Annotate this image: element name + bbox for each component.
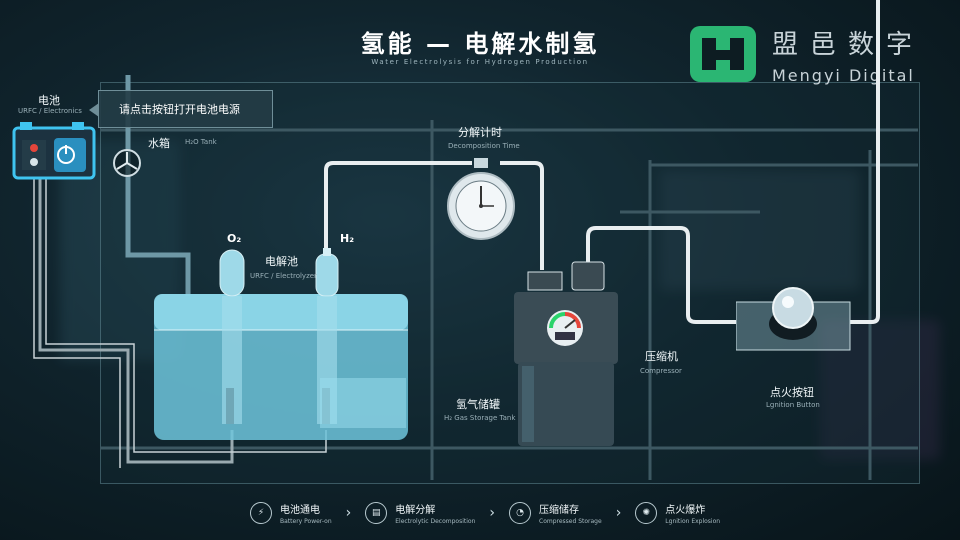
step-title: 电解分解 xyxy=(395,505,436,516)
electrolyzer-label: 电解池 xyxy=(265,255,298,268)
battery-label: 电池 xyxy=(38,94,60,107)
tank-label-en: H₂O Tank xyxy=(185,138,217,146)
step-title: 点火爆炸 xyxy=(665,505,706,516)
ignition-label-en: Lgnition Button xyxy=(766,401,820,409)
step-title: 电池通电 xyxy=(280,505,320,516)
background-blur xyxy=(660,170,860,290)
electrolyzer-label-en: URFC / Electrolyzer xyxy=(250,272,317,280)
timer-clock-icon xyxy=(447,158,515,240)
timer-label-en: Decomposition Time xyxy=(448,142,520,150)
compressor-label: 压缩机 xyxy=(645,350,678,363)
battery-icon[interactable] xyxy=(10,122,100,182)
chevron-right-icon: › xyxy=(615,505,622,521)
tooltip-text: 请点击按钮打开电池电源 xyxy=(119,103,240,116)
step-title: 压缩储存 xyxy=(539,505,579,516)
storage-label-en: H₂ Gas Storage Tank xyxy=(444,414,516,422)
chevron-right-icon: › xyxy=(345,505,352,521)
tank-label: 水箱 xyxy=(148,137,170,150)
compressor-label-en: Compressor xyxy=(640,367,682,375)
ignition-label: 点火按钮 xyxy=(770,386,814,399)
decomposition-icon: ▤ xyxy=(365,502,388,524)
compressor-unit xyxy=(514,261,618,446)
page-title: 氢能 — 电解水制氢 xyxy=(360,30,600,58)
step-subtitle: Battery Power-on xyxy=(280,518,332,525)
battery-label-en: URFC / Electronics xyxy=(18,107,82,115)
power-hint-tooltip: 请点击按钮打开电池电源 xyxy=(89,90,273,128)
explosion-icon: ✺ xyxy=(635,502,658,524)
timer-label: 分解计时 xyxy=(458,126,502,139)
step-subtitle: Lgnition Explosion xyxy=(665,518,721,525)
fan-valve-icon[interactable] xyxy=(112,148,142,178)
logo-mark-icon xyxy=(690,26,756,82)
electrolyzer-tank xyxy=(154,248,408,440)
power-button-icon[interactable] xyxy=(53,142,79,168)
background-blur xyxy=(820,320,940,460)
storage-icon: ◔ xyxy=(509,502,531,524)
step-battery-power-on[interactable]: ⚡ 电池通电 Battery Power-on xyxy=(250,501,332,525)
page-subtitle: Water Electrolysis for Hydrogen Producti… xyxy=(371,58,589,66)
chevron-right-icon: › xyxy=(489,505,495,521)
h2-label: H₂ xyxy=(340,232,355,245)
step-subtitle: Electrolytic Decomposition xyxy=(395,518,476,525)
storage-label: 氢气储罐 xyxy=(456,398,500,411)
step-ignition-explosion[interactable]: ✺ 点火爆炸 Lgnition Explosion xyxy=(635,501,720,525)
battery-icon: ⚡ xyxy=(250,502,272,524)
process-steps: ⚡ 电池通电 Battery Power-on › ▤ 电解分解 Electroly… xyxy=(250,498,726,528)
step-electrolytic-decomposition[interactable]: ▤ 电解分解 Electrolytic Decomposition xyxy=(365,501,475,525)
logo-text-cn: 盟邑数字 xyxy=(772,30,925,60)
step-subtitle: Compressed Storage xyxy=(539,518,602,525)
ignition-button-icon[interactable] xyxy=(736,282,852,352)
o2-label: O₂ xyxy=(227,232,242,245)
pressure-gauge-icon xyxy=(547,310,583,346)
step-compressed-storage[interactable]: ◔ 压缩储存 Compressed Storage xyxy=(509,501,602,525)
